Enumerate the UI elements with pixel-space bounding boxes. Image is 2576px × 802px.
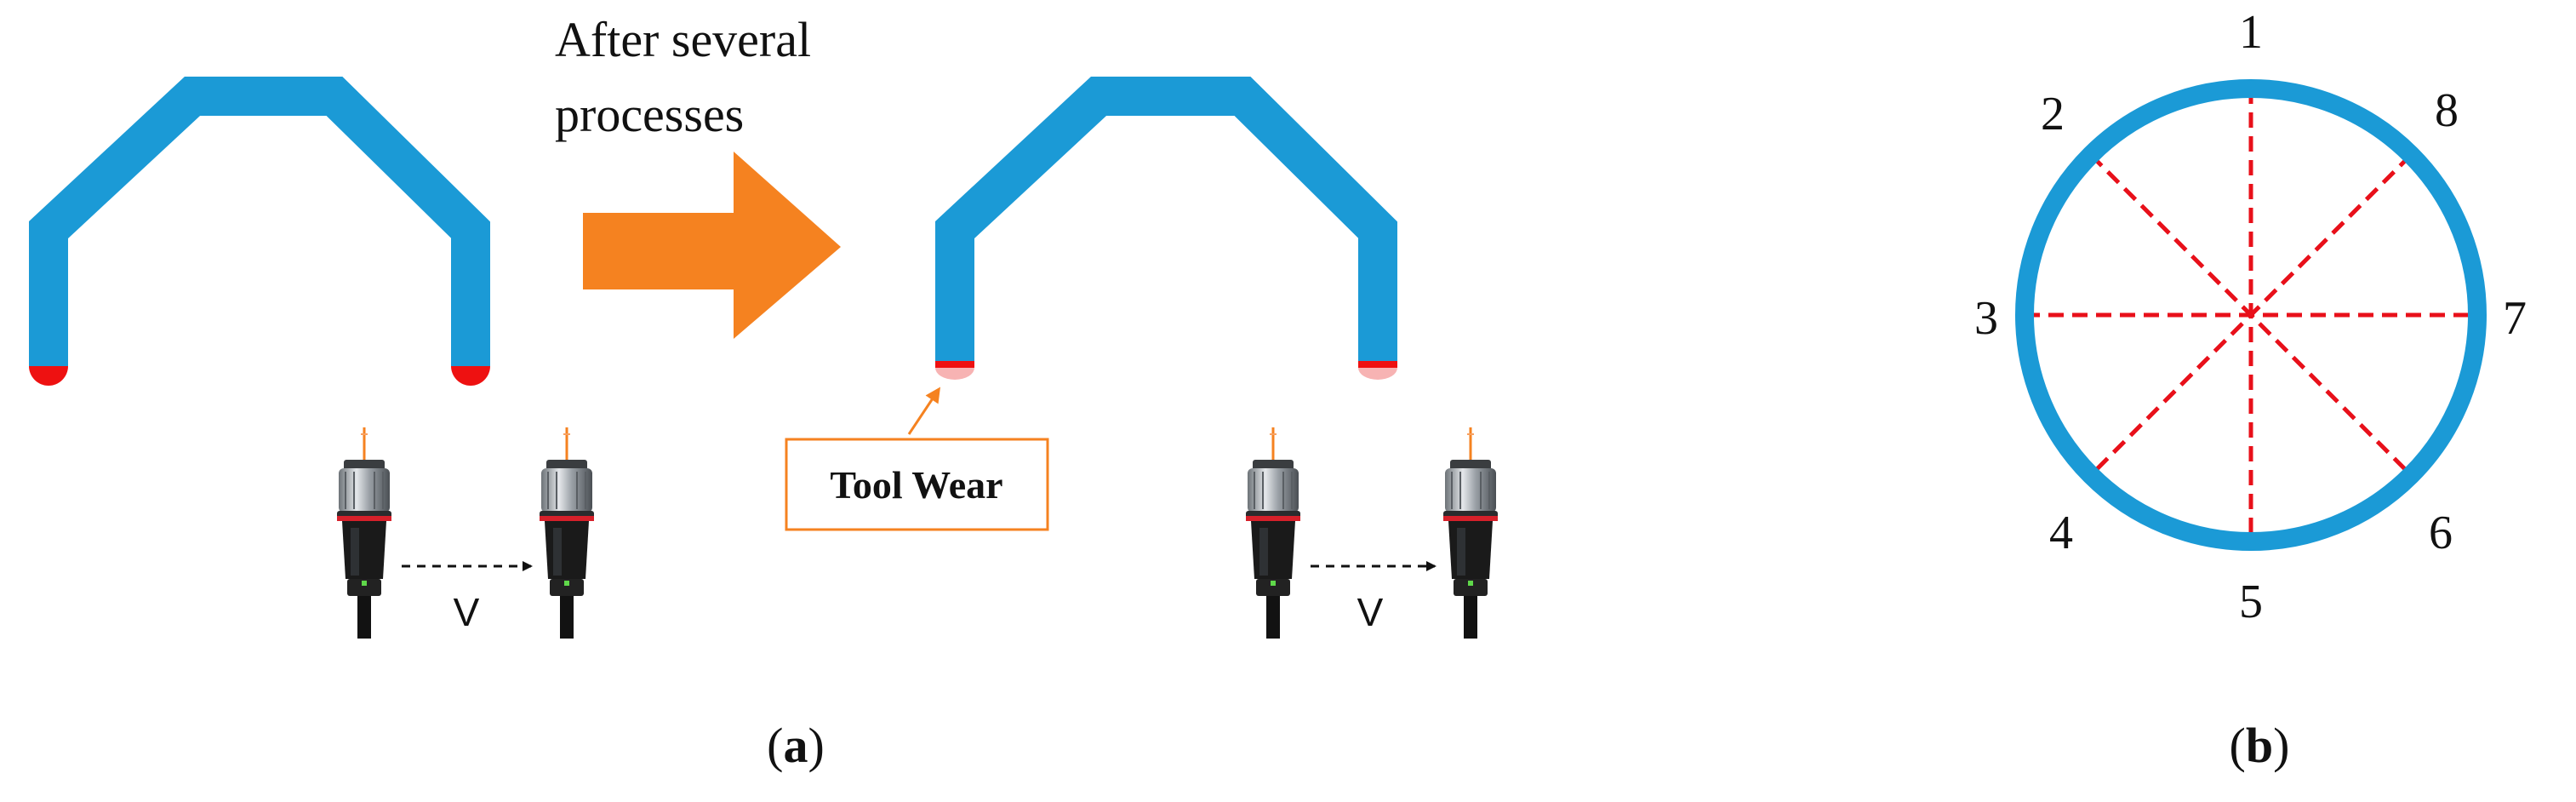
radial-lines (2025, 89, 2477, 541)
radial-line-8-4 (2089, 153, 2413, 477)
tool-worn-body (935, 77, 1397, 361)
arrow-right-icon (583, 152, 841, 339)
panel-a: After several processes Tool Wear V V (a… (29, 12, 1499, 773)
worn-tip-right (1358, 368, 1397, 380)
velocity-label-2: V (1357, 590, 1384, 634)
point-label-4: 4 (2049, 507, 2073, 559)
tool-worn-edge-right (1358, 361, 1397, 368)
tool-wear-box (785, 438, 1049, 531)
tool-new (29, 77, 490, 386)
tool-new-tip-right (451, 366, 490, 386)
point-label-1: 1 (2239, 6, 2263, 59)
tool-wear-pointer (907, 387, 940, 435)
point-label-8: 8 (2435, 84, 2459, 137)
process-label-line2: processes (555, 87, 744, 142)
tool-wear-label: Tool Wear (830, 463, 1002, 507)
caption-b: (b) (2230, 718, 2290, 773)
point-label-6: 6 (2429, 507, 2453, 559)
tool-worn-edge-left (935, 361, 974, 368)
caption-a: (a) (767, 718, 825, 773)
point-label-2: 2 (2041, 88, 2065, 140)
worn-tip-left (935, 368, 974, 380)
panel-b: 1 2 3 4 5 6 7 8 (b) (1974, 6, 2527, 773)
process-label-line1: After several (555, 12, 811, 67)
ring-section (2015, 79, 2487, 551)
tool-new-tip-left (29, 366, 68, 386)
point-label-5: 5 (2239, 576, 2263, 628)
tool-worn (935, 77, 1397, 380)
velocity-label-1: V (454, 590, 480, 634)
tool-new-body (29, 77, 490, 366)
point-label-7: 7 (2503, 292, 2527, 345)
point-label-3: 3 (1974, 292, 1998, 345)
